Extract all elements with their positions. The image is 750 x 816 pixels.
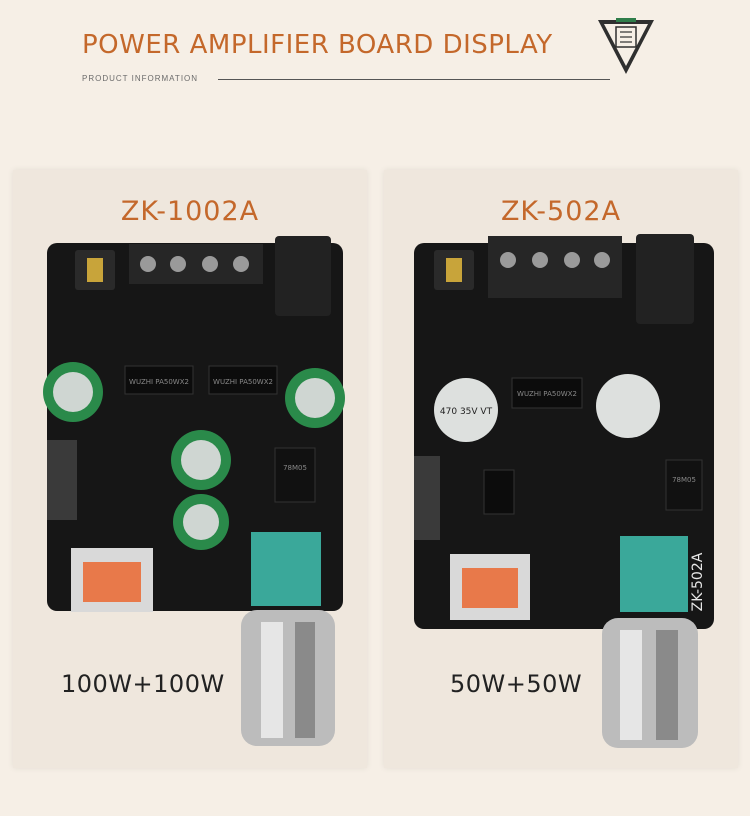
capacitor-2 [596,374,660,438]
board-image-zk502a: 470 35V VT WUZHI PA50WX2 78M05 ZK-502A [414,234,714,748]
pcb-board [47,243,343,611]
amp-chip-2 [208,365,278,395]
amp-chip-1 [124,365,194,395]
svg-text:78M05: 78M05 [283,464,307,472]
svg-text:WUZHI PA50WX2: WUZHI PA50WX2 [517,390,577,398]
product-card-zk1002a: ZK-1002A WUZHI PA50WX2 WUZHI PA50WX2 78M… [13,170,367,768]
volume-potentiometer [251,532,321,606]
document-icon [598,18,654,74]
chip-label-1: WUZHI PA50WX2 [129,378,189,386]
capacitor-label: 470 35V VT [440,407,493,417]
capacitor-1 [434,378,498,442]
svg-text:78M05: 78M05 [672,476,696,484]
chip-label-2: WUZHI PA50WX2 [213,378,273,386]
bt-chip [483,469,515,515]
amp-chip-1 [511,377,583,409]
dc-jack [275,236,331,316]
volume-knob [241,610,335,746]
dc-jack [636,234,694,324]
voltage-regulator [665,459,703,511]
bluetooth-antenna [414,456,440,540]
board-image-zk1002a: WUZHI PA50WX2 WUZHI PA50WX2 78M05 [43,236,345,746]
product-power: 100W+100W [61,670,225,698]
product-power: 50W+50W [450,670,583,698]
page-title: POWER AMPLIFIER BOARD DISPLAY [82,30,553,60]
board-print: ZK-502A [690,552,706,611]
product-card-zk502a: ZK-502A 470 35V VT WUZHI PA50WX2 78M05 Z… [384,170,738,768]
product-model: ZK-1002A [120,196,260,227]
pcb-board [414,243,714,629]
product-model: ZK-502A [500,196,622,227]
voltage-regulator [274,447,316,503]
bluetooth-antenna [47,440,77,520]
volume-potentiometer [620,536,688,612]
volume-knob [602,618,698,748]
page-subtitle: PRODUCT INFORMATION [82,74,199,83]
header-divider [218,79,610,80]
